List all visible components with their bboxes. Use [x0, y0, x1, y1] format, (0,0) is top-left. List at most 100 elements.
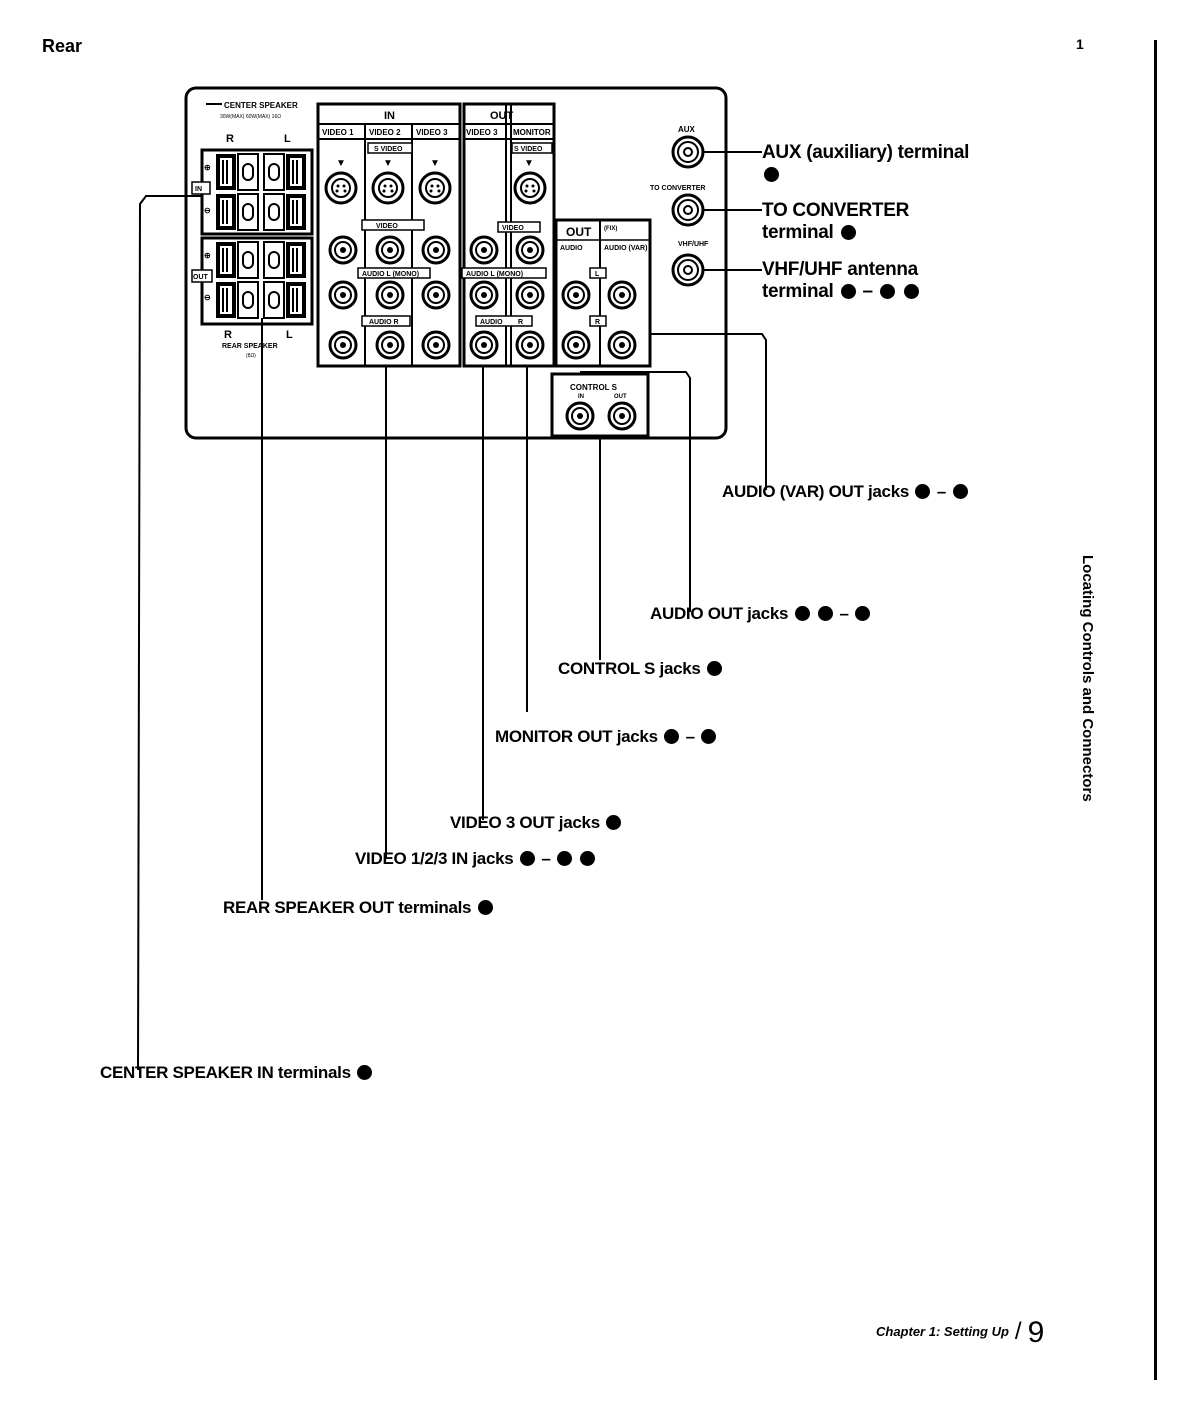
- callout-audio-out-dash: –: [839, 604, 849, 623]
- ref-badge-icon: [701, 729, 717, 744]
- audio-l-in-label: AUDIO L (MONO): [362, 271, 419, 278]
- aux-label: AUX: [678, 125, 696, 134]
- ref-badge-icon: [915, 484, 931, 499]
- page-footer: Chapter 1: Setting Up /9: [876, 1316, 1044, 1350]
- svg-text:⊖: ⊖: [204, 293, 211, 302]
- callout-vhf-uhf-line1: VHF/UHF antenna: [762, 259, 918, 280]
- corner-mark: 1: [1076, 36, 1084, 52]
- video3-in-label: VIDEO 3: [416, 128, 448, 137]
- ref-badge-icon: [903, 284, 919, 299]
- out-header: OUT: [490, 110, 514, 122]
- audio-fix-label: AUDIO: [560, 245, 583, 252]
- audio-out-small-label: OUT: [566, 225, 592, 239]
- callout-monitor-out-text: MONITOR OUT jacks: [495, 727, 658, 746]
- callout-video3-out-text: VIDEO 3 OUT jacks: [450, 813, 600, 832]
- footer-separator: /: [1014, 1318, 1022, 1345]
- svg-text:▼: ▼: [336, 158, 346, 169]
- fix-label: (FIX): [604, 226, 617, 232]
- ref-badge-icon: [764, 167, 779, 182]
- ref-badge-icon: [606, 815, 622, 830]
- callout-audio-out-text: AUDIO OUT jacks: [650, 604, 789, 623]
- callout-monitor-out-dash: –: [685, 727, 695, 746]
- page-heading: Rear: [42, 36, 83, 56]
- center-in-tag: IN: [195, 186, 202, 193]
- ref-badge-icon: [707, 661, 723, 676]
- svg-text:⊖: ⊖: [204, 206, 211, 215]
- callout-video-in-dash: –: [541, 849, 551, 868]
- ref-badge-icon: [818, 606, 834, 621]
- ref-badge-icon: [664, 729, 680, 744]
- ref-badge-icon: [840, 225, 856, 240]
- ref-badge-icon: [477, 900, 493, 915]
- ref-badge-icon: [794, 606, 810, 621]
- callout-video-in-text: VIDEO 1/2/3 IN jacks: [355, 849, 514, 868]
- audio-r-in-label: AUDIO R: [369, 319, 399, 326]
- video3-out-label: VIDEO 3: [466, 128, 498, 137]
- svideo-in-label: S VIDEO: [374, 146, 403, 153]
- callout-aux-text: AUX (auxiliary) terminal: [762, 142, 970, 163]
- rch-label: R: [595, 319, 600, 326]
- rear-speaker-label: REAR SPEAKER: [222, 343, 278, 350]
- vhf-uhf-label: VHF/UHF: [678, 241, 709, 248]
- svg-text:▼: ▼: [430, 158, 440, 169]
- callout-monitor-out: MONITOR OUT jacks –: [495, 726, 718, 748]
- footer-chapter: Chapter 1: Setting Up: [876, 1324, 1009, 1339]
- svg-text:▼: ▼: [383, 158, 393, 169]
- callout-video-in: VIDEO 1/2/3 IN jacks –: [355, 848, 597, 870]
- ref-badge-icon: [952, 484, 968, 499]
- control-s-out-label: OUT: [614, 394, 627, 400]
- rear-r-label: R: [224, 329, 232, 341]
- ref-badge-icon: [556, 851, 572, 866]
- callout-aux: AUX (auxiliary) terminal: [762, 142, 969, 186]
- center-speaker-sublabel: 30W(MAX) 60W(MAX) 16Ω: [220, 114, 281, 120]
- ref-badge-icon: [357, 1065, 373, 1080]
- rear-l-label: L: [286, 329, 293, 341]
- callout-audio-var-out-dash: –: [936, 482, 947, 501]
- audio-out-r-label: AUDIO: [480, 319, 503, 326]
- callout-vhf-uhf: VHF/UHF antenna terminal –: [762, 259, 921, 303]
- svg-text:⊕: ⊕: [204, 251, 211, 260]
- rear-out-tag: OUT: [193, 274, 209, 281]
- video1-label: VIDEO 1: [322, 128, 354, 137]
- callout-audio-var-out: AUDIO (VAR) OUT jacks –: [722, 481, 970, 503]
- audio-var-label: AUDIO (VAR): [604, 245, 647, 252]
- callout-video3-out: VIDEO 3 OUT jacks: [450, 812, 623, 834]
- speaker-l-label: L: [284, 133, 291, 145]
- callout-to-converter-line1: TO CONVERTER: [762, 200, 910, 221]
- margin-rule: [1154, 40, 1157, 1380]
- speaker-r-label: R: [226, 133, 234, 145]
- center-speaker-label: CENTER SPEAKER: [224, 101, 298, 110]
- audio-out-r-channel: R: [518, 319, 523, 326]
- callout-to-converter-line2: terminal: [762, 222, 834, 243]
- side-tab-section-title: Locating Controls and Connectors: [1079, 555, 1096, 802]
- video2-label: VIDEO 2: [369, 128, 401, 137]
- rear-out-tag-box: [191, 269, 213, 283]
- callout-center-speaker: CENTER SPEAKER IN terminals: [100, 1062, 374, 1084]
- ref-badge-icon: [840, 284, 856, 299]
- video-in-label: VIDEO: [376, 223, 398, 230]
- svg-text:▼: ▼: [524, 158, 534, 169]
- callout-control-s: CONTROL S jacks: [558, 658, 724, 680]
- callout-control-s-text: CONTROL S jacks: [558, 659, 701, 678]
- ref-badge-icon: [855, 606, 871, 621]
- monitor-label: MONITOR: [513, 128, 551, 137]
- lch-label: L: [595, 271, 600, 278]
- ref-badge-icon: [879, 284, 895, 299]
- callout-audio-out: AUDIO OUT jacks –: [650, 603, 872, 625]
- callout-rear-speaker: REAR SPEAKER OUT terminals: [223, 897, 495, 919]
- footer-page-number: 9: [1027, 1316, 1045, 1349]
- center-in-tag-box: [191, 181, 211, 195]
- control-s-label: CONTROL S: [570, 383, 618, 392]
- ref-badge-icon: [519, 851, 535, 866]
- ref-badge-icon: [580, 851, 596, 866]
- video-out-label: VIDEO: [502, 225, 524, 232]
- svideo-out-label: S VIDEO: [514, 146, 543, 153]
- rear-speaker-sublabel: (8Ω): [246, 353, 256, 359]
- svg-text:⊕: ⊕: [204, 163, 211, 172]
- callout-rear-speaker-text: REAR SPEAKER OUT terminals: [223, 898, 472, 917]
- in-header: IN: [384, 110, 395, 122]
- callout-to-converter: TO CONVERTER terminal: [762, 200, 909, 244]
- callout-vhf-uhf-dash: –: [862, 281, 873, 302]
- audio-l-out-label: AUDIO L (MONO): [466, 271, 523, 278]
